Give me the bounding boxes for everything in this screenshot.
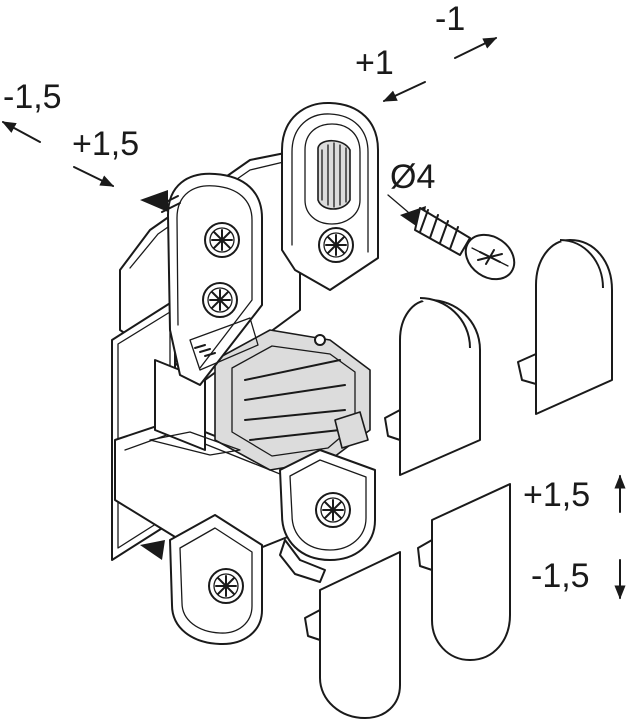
cover-cap-1: [384, 297, 481, 476]
bottom-right-bracket: [279, 411, 376, 583]
side-plus-arrow: [73, 166, 115, 187]
side-minus-arrow: [1, 121, 41, 143]
side-plus-label: +1,5: [72, 125, 139, 163]
adjustment-labels: -1 +1 -1,5 +1,5 Ø4 +1,5 -1,5: [3, 0, 590, 595]
top-left-bracket: [140, 172, 263, 386]
top-right-bracket: [281, 101, 379, 291]
depth-minus-label: -1: [435, 0, 465, 38]
cover-cap-2: [517, 239, 613, 415]
depth-minus-arrow: [454, 37, 498, 59]
side-minus-label: -1,5: [3, 78, 62, 116]
screw-diameter-label: Ø4: [390, 158, 435, 196]
cover-caps: [304, 239, 613, 719]
loose-screw: [400, 206, 516, 281]
height-plus-label: +1,5: [523, 476, 590, 514]
depth-plus-arrow: [382, 81, 426, 102]
height-minus-label: -1,5: [531, 557, 590, 595]
bottom-left-bracket: [140, 514, 263, 646]
depth-plus-label: +1: [355, 44, 394, 82]
adjustment-arrows: [1, 37, 626, 600]
cover-cap-3: [417, 483, 511, 661]
cover-cap-4: [304, 551, 401, 719]
screw-diameter-leader: [387, 194, 409, 213]
